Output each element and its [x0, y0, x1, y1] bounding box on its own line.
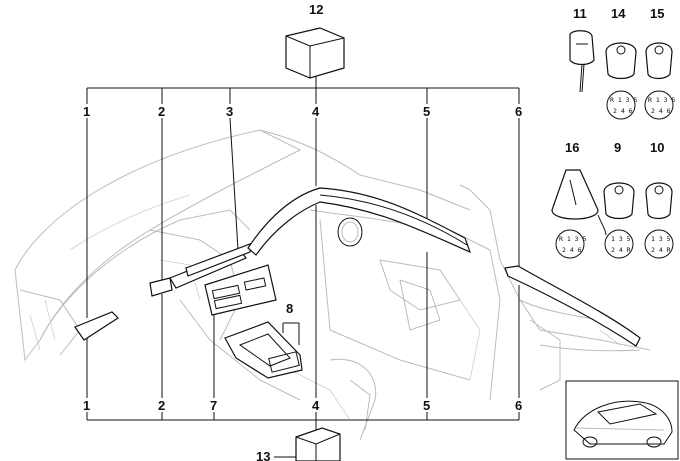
callout-15: 15: [650, 6, 664, 21]
trim-parts: [74, 187, 641, 379]
callout-12: 12: [309, 2, 323, 17]
callout-6-bottom: 6: [515, 398, 522, 413]
callout-14: 14: [611, 6, 626, 21]
callout-1-top: 1: [83, 104, 90, 119]
bottom-bracket: [86, 412, 520, 432]
callout-1-bottom: 1: [83, 398, 90, 413]
shift-9-top: 1 3 5: [611, 235, 631, 243]
shift-15-bottom: 2 4 6: [651, 107, 671, 115]
top-leaders: [86, 117, 520, 318]
callout-16: 16: [565, 140, 579, 155]
callout-3: 3: [226, 104, 233, 119]
part-8-console: [224, 321, 303, 379]
callout-8: 8: [286, 301, 293, 316]
part-7-panel: [204, 264, 277, 316]
callout-2-bottom: 2: [158, 398, 165, 413]
shift-10-bottom: 2 4 R: [651, 246, 671, 254]
part-15-knob: [644, 42, 674, 120]
part-16-boot: [551, 169, 607, 259]
callout-10: 10: [650, 140, 664, 155]
shift-10-top: 1 3 5: [651, 235, 671, 243]
callout-5-top: 5: [423, 104, 430, 119]
part-2-trim: [149, 277, 173, 297]
speaker-grille: [337, 217, 363, 247]
part-9-knob: [603, 182, 635, 259]
interior-outline: [14, 129, 651, 441]
callout-11: 11: [573, 6, 587, 21]
shift-16-bottom: 2 4 6: [562, 246, 582, 254]
callout-7: 7: [210, 398, 217, 413]
part-11-shift-lever: [569, 30, 595, 93]
part-14-knob: [605, 42, 637, 120]
callout-5-bottom: 5: [423, 398, 430, 413]
shift-14-top: R 1 3 5: [610, 96, 637, 104]
part-1-trim: [74, 311, 119, 341]
callout-6-top: 6: [515, 104, 522, 119]
callout-4-top: 4: [312, 104, 320, 119]
part-3-bracket: [185, 243, 251, 277]
part-12-box: [285, 27, 345, 79]
shift-9-bottom: 2 4 R: [611, 246, 631, 254]
shift-15-top: R 1 3 5: [648, 96, 675, 104]
shift-14-bottom: 2 4 6: [613, 107, 633, 115]
callout-2-top: 2: [158, 104, 165, 119]
callout-4-bottom: 4: [312, 398, 320, 413]
part-4-trim: [247, 187, 472, 256]
part-13-box: [295, 427, 341, 461]
part-10-knob: [644, 182, 674, 259]
shift-16-top: R 1 3 5: [559, 235, 586, 243]
bottom-leaders: [86, 205, 520, 398]
part-6-trim: [504, 265, 641, 347]
callout-9: 9: [614, 140, 621, 155]
callout-13: 13: [256, 449, 270, 461]
car-inset: [565, 380, 679, 460]
